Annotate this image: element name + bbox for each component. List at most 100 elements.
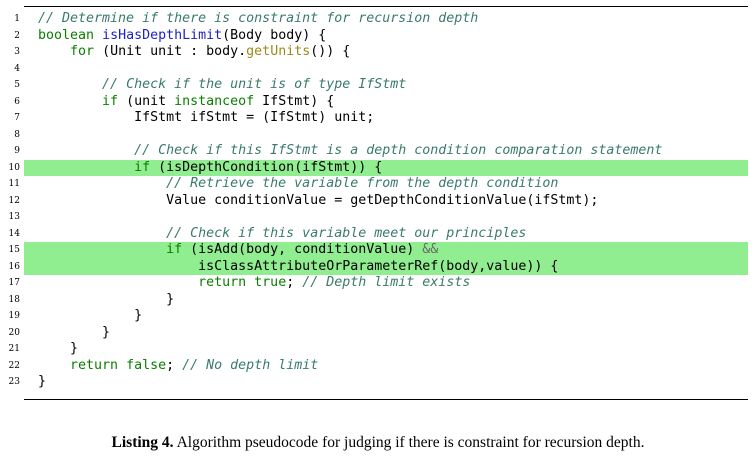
code-line: 7 IfStmt ifStmt = (IfStmt) unit; [14,110,748,127]
caption-label: Listing 4. [111,434,174,451]
code-token: ()) { [310,44,351,59]
code-text: } [38,308,142,325]
code-token [94,28,102,43]
code-line: 4 [14,61,748,78]
line-number: 18 [8,294,20,305]
code-token: if [166,242,183,257]
line-number: 14 [8,228,20,239]
code-listing: 1 // Determine if there is constraint for… [9,6,748,400]
line-number: 10 [8,162,20,173]
line-number: 11 [8,179,20,189]
code-line: 5 // Check if the unit is of type IfStmt [14,77,748,94]
code-token [38,160,134,175]
code-token: // Check if the unit is of type IfStmt [102,77,407,92]
caption-text: Algorithm pseudocode for judging if ther… [176,434,645,451]
highlighted-code-line: 15 if (isAdd(body, conditionValue) && [9,242,748,259]
code-token [38,275,198,290]
code-line: 3 for (Unit unit : body.getUnits()) { [14,44,748,61]
code-line: 9 // Check if this IfStmt is a depth con… [14,143,748,160]
line-number: 20 [8,327,20,338]
line-number: 21 [8,344,20,354]
line-number: 3 [14,47,20,57]
code-token [38,242,166,257]
code-text: if (unit instanceof IfStmt) { [38,94,334,111]
code-text: // Check if this IfStmt is a depth condi… [38,143,662,160]
code-token [38,94,102,109]
code-token: isClassAttributeOrParameterRef(body,valu… [38,258,559,274]
code-token: ; [166,357,183,373]
line-number: 1 [14,14,20,24]
code-token [118,358,126,373]
code-text: Value conditionValue = getDepthCondition… [38,193,598,210]
highlighted-code-line: 10 if (isDepthCondition(ifStmt)) { [9,159,748,176]
code-token: ; [286,275,303,290]
line-number: 5 [14,80,20,90]
code-token [38,77,102,92]
code-token: } [38,341,79,356]
code-line: 11 // Retrieve the variable from the dep… [9,176,748,193]
code-token [38,176,166,191]
code-token: (Unit unit : body. [94,44,247,59]
code-text: } [38,374,46,391]
code-line: 19 } [9,308,748,325]
listing-caption: Listing 4. Algorithm pseudocode for judg… [0,434,756,452]
code-token: // Determine if there is constraint for … [38,11,479,26]
code-line: 17 return true; // Depth limit exists [9,275,748,292]
code-line: 22 return false; // No depth limit [9,358,748,375]
code-line: 13 [9,209,748,226]
code-text: // Retrieve the variable from the depth … [38,176,558,193]
code-text: // Check if the unit is of type IfStmt [38,77,406,94]
code-token: (isDepthCondition(ifStmt)) { [150,159,383,175]
code-token: // Check if this IfStmt is a depth condi… [134,143,663,158]
code-token: } [38,308,143,323]
code-token [38,226,166,241]
line-number: 8 [14,129,20,140]
code-text: } [38,341,78,358]
code-token: for [70,44,95,59]
code-text: } [38,325,110,342]
code-text: boolean isHasDepthLimit(Body body) { [38,28,326,45]
code-token: } [38,324,111,340]
code-token: boolean [38,27,95,43]
code-text: for (Unit unit : body.getUnits()) { [38,44,350,61]
highlighted-code-line: 16 isClassAttributeOrParameterRef(body,v… [9,258,748,275]
code-token: // Check if this variable meet our princ… [166,225,527,241]
code-token: // No depth limit [182,357,319,373]
line-number: 4 [14,63,20,74]
code-text: if (isAdd(body, conditionValue) && [38,242,438,259]
line-number: 13 [8,212,20,222]
code-line: 20 } [9,325,748,342]
code-token [38,143,134,158]
code-token: isHasDepthLimit [102,27,223,43]
line-number: 2 [14,30,20,41]
code-line: 2 boolean isHasDepthLimit(Body body) { [14,28,748,45]
code-text: return false; // No depth limit [38,358,318,375]
code-token: IfStmt) { [254,93,335,109]
code-token: // Depth limit exists [302,275,471,290]
code-token: (Body body) { [222,27,327,43]
code-token: instanceof [174,93,255,109]
code-token [246,275,254,290]
code-token: && [422,242,439,257]
code-line: 21 } [9,341,748,358]
code-token: if [134,159,151,175]
code-token: true [254,275,287,290]
line-number: 12 [8,195,20,206]
code-token: Value conditionValue = getDepthCondition… [38,192,599,208]
line-number: 19 [8,311,20,321]
code-token: } [38,291,175,307]
code-token: return [70,357,119,373]
code-token: (isAdd(body, conditionValue) [182,242,423,257]
line-number: 9 [14,146,20,156]
line-number: 15 [8,245,20,255]
line-number: 7 [14,113,20,123]
code-token: } [38,374,47,389]
code-line: 8 [14,127,748,144]
line-number: 22 [8,360,20,371]
line-number: 23 [8,377,20,387]
code-token [38,358,70,373]
code-text: IfStmt ifStmt = (IfStmt) unit; [38,110,374,127]
code-text: // Determine if there is constraint for … [38,11,478,28]
line-number: 16 [8,261,20,272]
line-number: 17 [8,278,20,288]
